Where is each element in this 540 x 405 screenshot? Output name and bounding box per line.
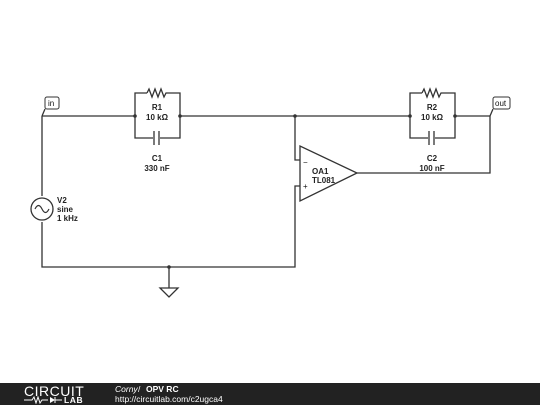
wire-r1c1-left-c [134,116,153,139]
author-link[interactable]: Corny [115,384,138,394]
oa1-value-label: TL081 [312,176,336,185]
c1-value-label: 330 nF [144,164,169,173]
c2-name-label: C2 [427,154,438,163]
wire-opamp-out [357,116,491,174]
schematic-diagram: − + in out R1 10 kΩ C1 330 nF R2 10 kΩ C… [30,87,511,298]
node-out-tag[interactable]: out [489,96,511,117]
node-in-label: in [48,99,54,108]
junction-dot [408,114,412,118]
r2-value-label: 10 kΩ [421,113,444,122]
v2-freq-label: 1 kHz [57,214,78,223]
circuit-title[interactable]: OPV RC [146,384,179,394]
wire-r2c2-right-c [435,116,456,139]
v2-name-label: V2 [57,196,67,205]
logo-circuit-text: CIRCUIT [24,383,85,399]
ground-icon [158,287,180,298]
junctions [133,114,457,269]
r1-name-label: R1 [152,103,163,112]
resistor-r1-symbol [146,87,168,99]
junction-dot [293,114,297,118]
junction-dot [167,265,171,269]
breadcrumb-separator: / [138,384,141,394]
c2-value-label: 100 nF [419,164,444,173]
opamp-oa1-symbol [299,144,359,203]
wire-r2c2-right [443,92,456,116]
circuit-url-link[interactable]: http://circuitlab.com/c2ugca4 [115,394,223,404]
c1-name-label: C1 [152,154,163,163]
r1-value-label: 10 kΩ [146,113,169,122]
junction-dot [178,114,182,118]
wire-r2c2-left [409,92,422,116]
logo-lab-text: LAB [64,395,84,405]
junction-dot [133,114,137,118]
footer-bar: CIRCUIT LAB Corny / OPV RC http://circui… [0,383,540,405]
resistor-r2-symbol [421,87,443,99]
logo-circuit-mark-icon [24,396,62,404]
capacitor-c2-symbol [428,131,435,145]
wire-r1c1-right-c [160,116,181,139]
node-in-tag[interactable]: in [41,96,60,117]
wires [41,92,491,288]
node-out-label: out [495,99,507,108]
r2-name-label: R2 [427,103,438,112]
wire-r2c2-left-c [409,116,428,139]
wire-r1c1-left [134,92,147,116]
wire-source-bottom [41,185,300,268]
junction-dot [453,114,457,118]
voltage-source-v2-symbol [30,197,54,221]
capacitor-c1-symbol [153,131,160,145]
wire-to-minus [294,116,300,161]
oa1-name-label: OA1 [312,167,329,176]
wire-r1c1-right [168,92,181,116]
v2-type-label: sine [57,205,74,214]
opamp-minus-pin: − [303,158,308,167]
circuitlab-logo[interactable]: CIRCUIT LAB [24,383,104,405]
opamp-plus-pin: + [303,182,308,191]
